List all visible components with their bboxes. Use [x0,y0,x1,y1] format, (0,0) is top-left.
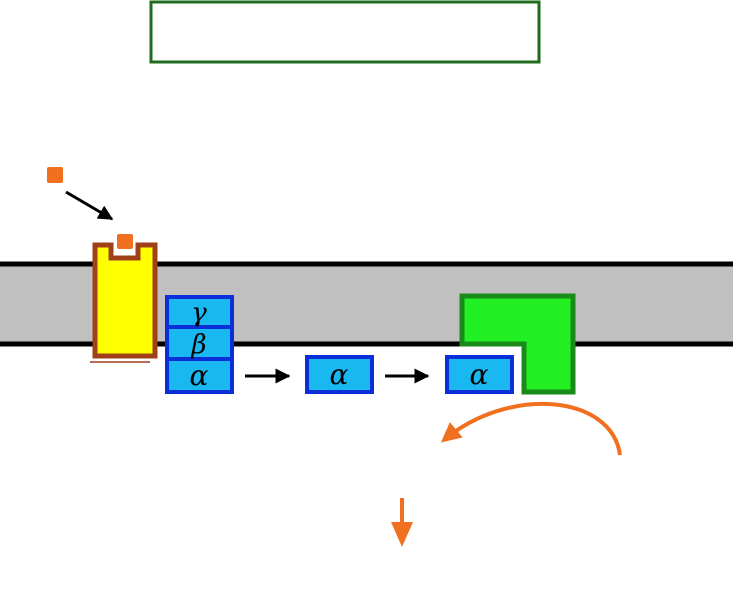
gamma-label: γ [191,298,207,328]
alpha-bound-label: α [470,358,489,391]
title-box [149,0,541,64]
alpha-subunit [165,357,234,394]
alpha-free-label: α [330,358,349,391]
alpha-label: α [190,359,209,392]
output-down-arrow-icon [391,498,413,547]
alpha-free-subunit [305,355,374,394]
ligand-arrow-icon [65,190,114,221]
g-protein-trimer: γ β α [165,295,234,394]
product-curve-arrow-icon [440,401,622,456]
beta-subunit [165,325,234,361]
alpha-bound-subunit [445,355,514,394]
receptor [92,242,158,359]
beta-label: β [190,330,206,360]
effector-enzyme [459,293,576,395]
ligand-bound-icon [117,234,133,249]
ligand-free-icon [47,167,63,183]
